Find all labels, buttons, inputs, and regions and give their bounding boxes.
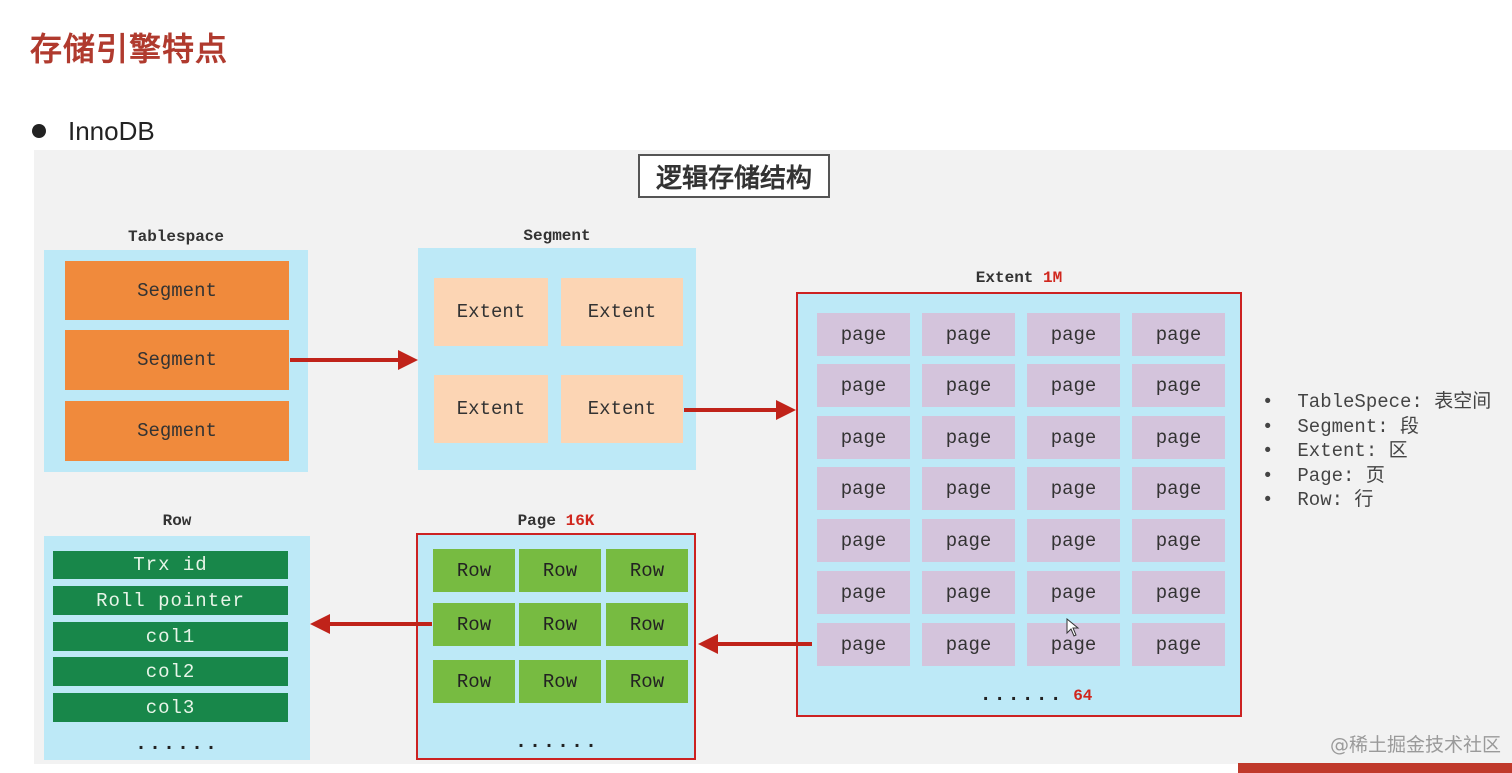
page-row-8: Row (519, 660, 601, 703)
page-row-6: Row (606, 603, 688, 646)
row-field-col1: col1 (53, 622, 288, 651)
row-panel: Trx id Roll pointer col1 col2 col3 .....… (44, 536, 310, 760)
extent-page: page (1132, 313, 1225, 356)
extent-page: page (817, 416, 910, 459)
tablespace-segment-2: Segment (65, 330, 289, 390)
page-label-text: Page (517, 512, 556, 530)
page-row-2: Row (519, 549, 601, 592)
page-row-5: Row (519, 603, 601, 646)
page-row-4: Row (433, 603, 515, 646)
extent-page: page (922, 571, 1015, 614)
extent-page: page (1027, 519, 1120, 562)
extent-page: page (817, 519, 910, 562)
row-label: Row (162, 512, 192, 530)
row-dots: ...... (134, 733, 219, 756)
tablespace-segment-1: Segment (65, 261, 289, 320)
segment-extent-2: Extent (561, 278, 683, 346)
extent-label: Extent 1M (796, 269, 1242, 287)
segment-extent-4: Extent (561, 375, 683, 443)
segment-label: Segment (523, 227, 591, 245)
extent-page: page (922, 364, 1015, 407)
legend-item: Extent: 区 (1262, 439, 1491, 464)
extent-page: page (817, 571, 910, 614)
extent-page: page (1132, 416, 1225, 459)
row-field-col3: col3 (53, 693, 288, 722)
tablespace-panel: Segment Segment Segment (44, 250, 308, 472)
mouse-cursor-icon (1066, 618, 1080, 637)
extent-page: page (1027, 313, 1120, 356)
page-label: Page 16K (416, 512, 696, 530)
legend-item: Page: 页 (1262, 464, 1491, 489)
extent-more: ...... 64 (976, 684, 1096, 707)
page-dots: ...... (514, 731, 599, 754)
extent-dots: ...... (979, 684, 1064, 707)
extent-page: page (1027, 364, 1120, 407)
extent-page: page (817, 467, 910, 510)
page-row-3: Row (606, 549, 688, 592)
extent-page-count: 64 (1073, 687, 1093, 705)
extent-page: page (1132, 571, 1225, 614)
bottom-strip (1238, 763, 1512, 773)
legend-item: Segment: 段 (1262, 415, 1491, 440)
page-row-7: Row (433, 660, 515, 703)
watermark: @稀土掘金技术社区 (1330, 734, 1502, 756)
diagram-title: 逻辑存储结构 (638, 154, 830, 198)
legend: TableSpece: 表空间 Segment: 段 Extent: 区 Pag… (1262, 390, 1491, 513)
extent-page: page (1027, 571, 1120, 614)
page-row-1: Row (433, 549, 515, 592)
extent-size: 1M (1043, 269, 1063, 287)
extent-page: page (922, 519, 1015, 562)
segment-extent-3: Extent (434, 375, 548, 443)
page-size: 16K (565, 512, 595, 530)
bullet-text: InnoDB (68, 116, 155, 146)
extent-panel: page page page page page page page page page page… (796, 292, 1242, 717)
extent-page: page (1027, 467, 1120, 510)
row-field-roll-pointer: Roll pointer (53, 586, 288, 615)
segment-extent-1: Extent (434, 278, 548, 346)
extent-page: page (1027, 416, 1120, 459)
legend-item: TableSpece: 表空间 (1262, 390, 1491, 415)
extent-page: page (1132, 623, 1225, 666)
extent-page: page (817, 364, 910, 407)
extent-label-text: Extent (975, 269, 1034, 287)
extent-page: page (922, 313, 1015, 356)
extent-page: page (1132, 364, 1225, 407)
extent-page: page (817, 623, 910, 666)
page-row-9: Row (606, 660, 688, 703)
slide-title: 存储引擎特点 (30, 30, 229, 68)
row-field-col2: col2 (53, 657, 288, 686)
legend-item: Row: 行 (1262, 488, 1491, 513)
extent-page: page (922, 623, 1015, 666)
extent-page: page (922, 467, 1015, 510)
extent-page: page (1132, 467, 1225, 510)
row-field-trx-id: Trx id (53, 551, 288, 579)
bullet-icon (32, 124, 46, 138)
tablespace-segment-3: Segment (65, 401, 289, 461)
segment-panel: Extent Extent Extent Extent (418, 248, 696, 470)
extent-page: page (1132, 519, 1225, 562)
extent-page: page (817, 313, 910, 356)
page-panel: Row Row Row Row Row Row Row Row Row ....… (416, 533, 696, 760)
extent-page: page (922, 416, 1015, 459)
tablespace-label: Tablespace (127, 228, 224, 246)
